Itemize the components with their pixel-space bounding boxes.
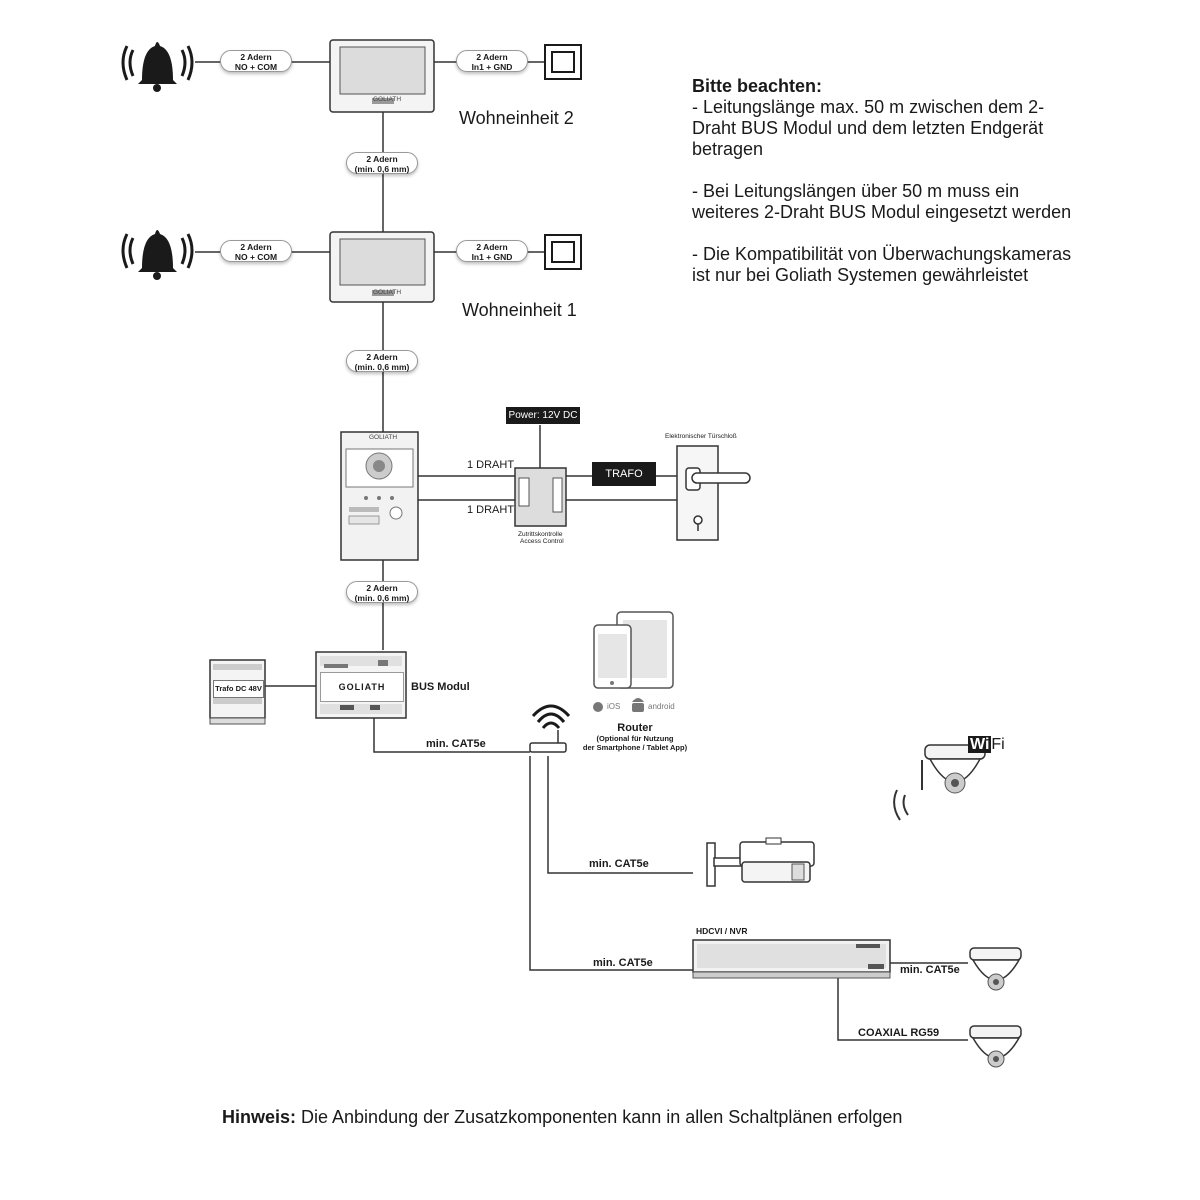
button-icon-unit1 [544,234,582,270]
note-item-3: - Die Kompatibilität von Überwachungskam… [692,244,1072,285]
wifi-badge-wi: Wi [968,736,992,753]
coaxial-label: COAXIAL RG59 [858,1027,940,1039]
button-icon-unit2 [544,44,582,80]
apple-icon [593,702,603,712]
bullet-camera [706,837,815,887]
bell-icon-unit1 [121,230,194,280]
android-label: android [648,702,675,711]
router-title: Router [617,722,653,734]
smartphone-icon [593,624,632,689]
note-item-1: - Leitungslänge max. 50 m zwischen dem 2… [692,97,1045,159]
nvr-cable-label: min. CAT5e [593,957,653,969]
nvr-device [692,939,891,979]
bell-icon-unit2 [121,42,194,92]
footer-note: Hinweis: Die Anbindung der Zusatzkompone… [222,1107,902,1128]
bus-router-cable-label: min. CAT5e [426,738,486,750]
access-control-label-1: Zutrittskontrolle [518,531,563,538]
bus-module-label: BUS Modul [411,681,470,693]
android-icon [632,698,644,712]
door-station-brand: GOLIATH [369,434,398,441]
wifi-dome-camera [893,744,986,821]
monitor-brand-unit2: GOLIATH [373,96,402,103]
monitor-unit2 [329,39,435,113]
monitor-unit1 [329,231,435,303]
dome-cable-label: min. CAT5e [900,964,960,976]
pill-bus-unit1-door: 2 Adern(min. 0,6 mm) [346,350,418,372]
unit1-label: Wohneinheit 1 [462,300,577,320]
trafo-label: TRAFO [592,462,656,486]
electronic-lock [676,445,751,541]
unit2-label: Wohneinheit 2 [459,108,574,128]
nvr-label: HDCVI / NVR [696,926,748,936]
dome-camera-1 [969,947,1022,991]
power-label: Power: 12V DC [506,407,580,424]
lock-label: Elektronischer Türschloß [665,433,737,440]
router-subtitle-1: (Optional für Nutzung [596,734,674,743]
notes-heading: Bitte beachten: [692,76,823,96]
bus-module-brand: GOLIATH [320,672,404,702]
wifi-badge-fi: Fi [991,736,1005,753]
ios-label: iOS [607,702,621,711]
wire-bottom-label: 1 DRAHT [467,504,515,516]
wire-top-label: 1 DRAHT [467,459,515,471]
router-subtitle-2: der Smartphone / Tablet App) [582,743,688,752]
trafo-dc48-label: Trafo DC 48V [213,680,264,698]
monitor-brand-unit1: GOLIATH [373,289,402,296]
pill-bus-door-module: 2 Adern(min. 0,6 mm) [346,581,418,603]
dome-camera-2 [969,1025,1022,1068]
access-control-label-2: Access Control [520,538,564,545]
door-station [340,431,419,561]
footer-label: Hinweis: [222,1107,297,1127]
router-icon [529,704,571,753]
bullet-cable-label: min. CAT5e [589,858,649,870]
notes-block: Bitte beachten: - Leitungslänge max. 50 … [692,76,1072,307]
access-control-module [514,467,567,527]
note-item-2: - Bei Leitungslängen über 50 m muss ein … [692,181,1072,222]
footer-text: Die Anbindung der Zusatzkomponenten kann… [296,1107,903,1127]
pill-bus-unit2-unit1: 2 Adern(min. 0,6 mm) [346,152,418,174]
